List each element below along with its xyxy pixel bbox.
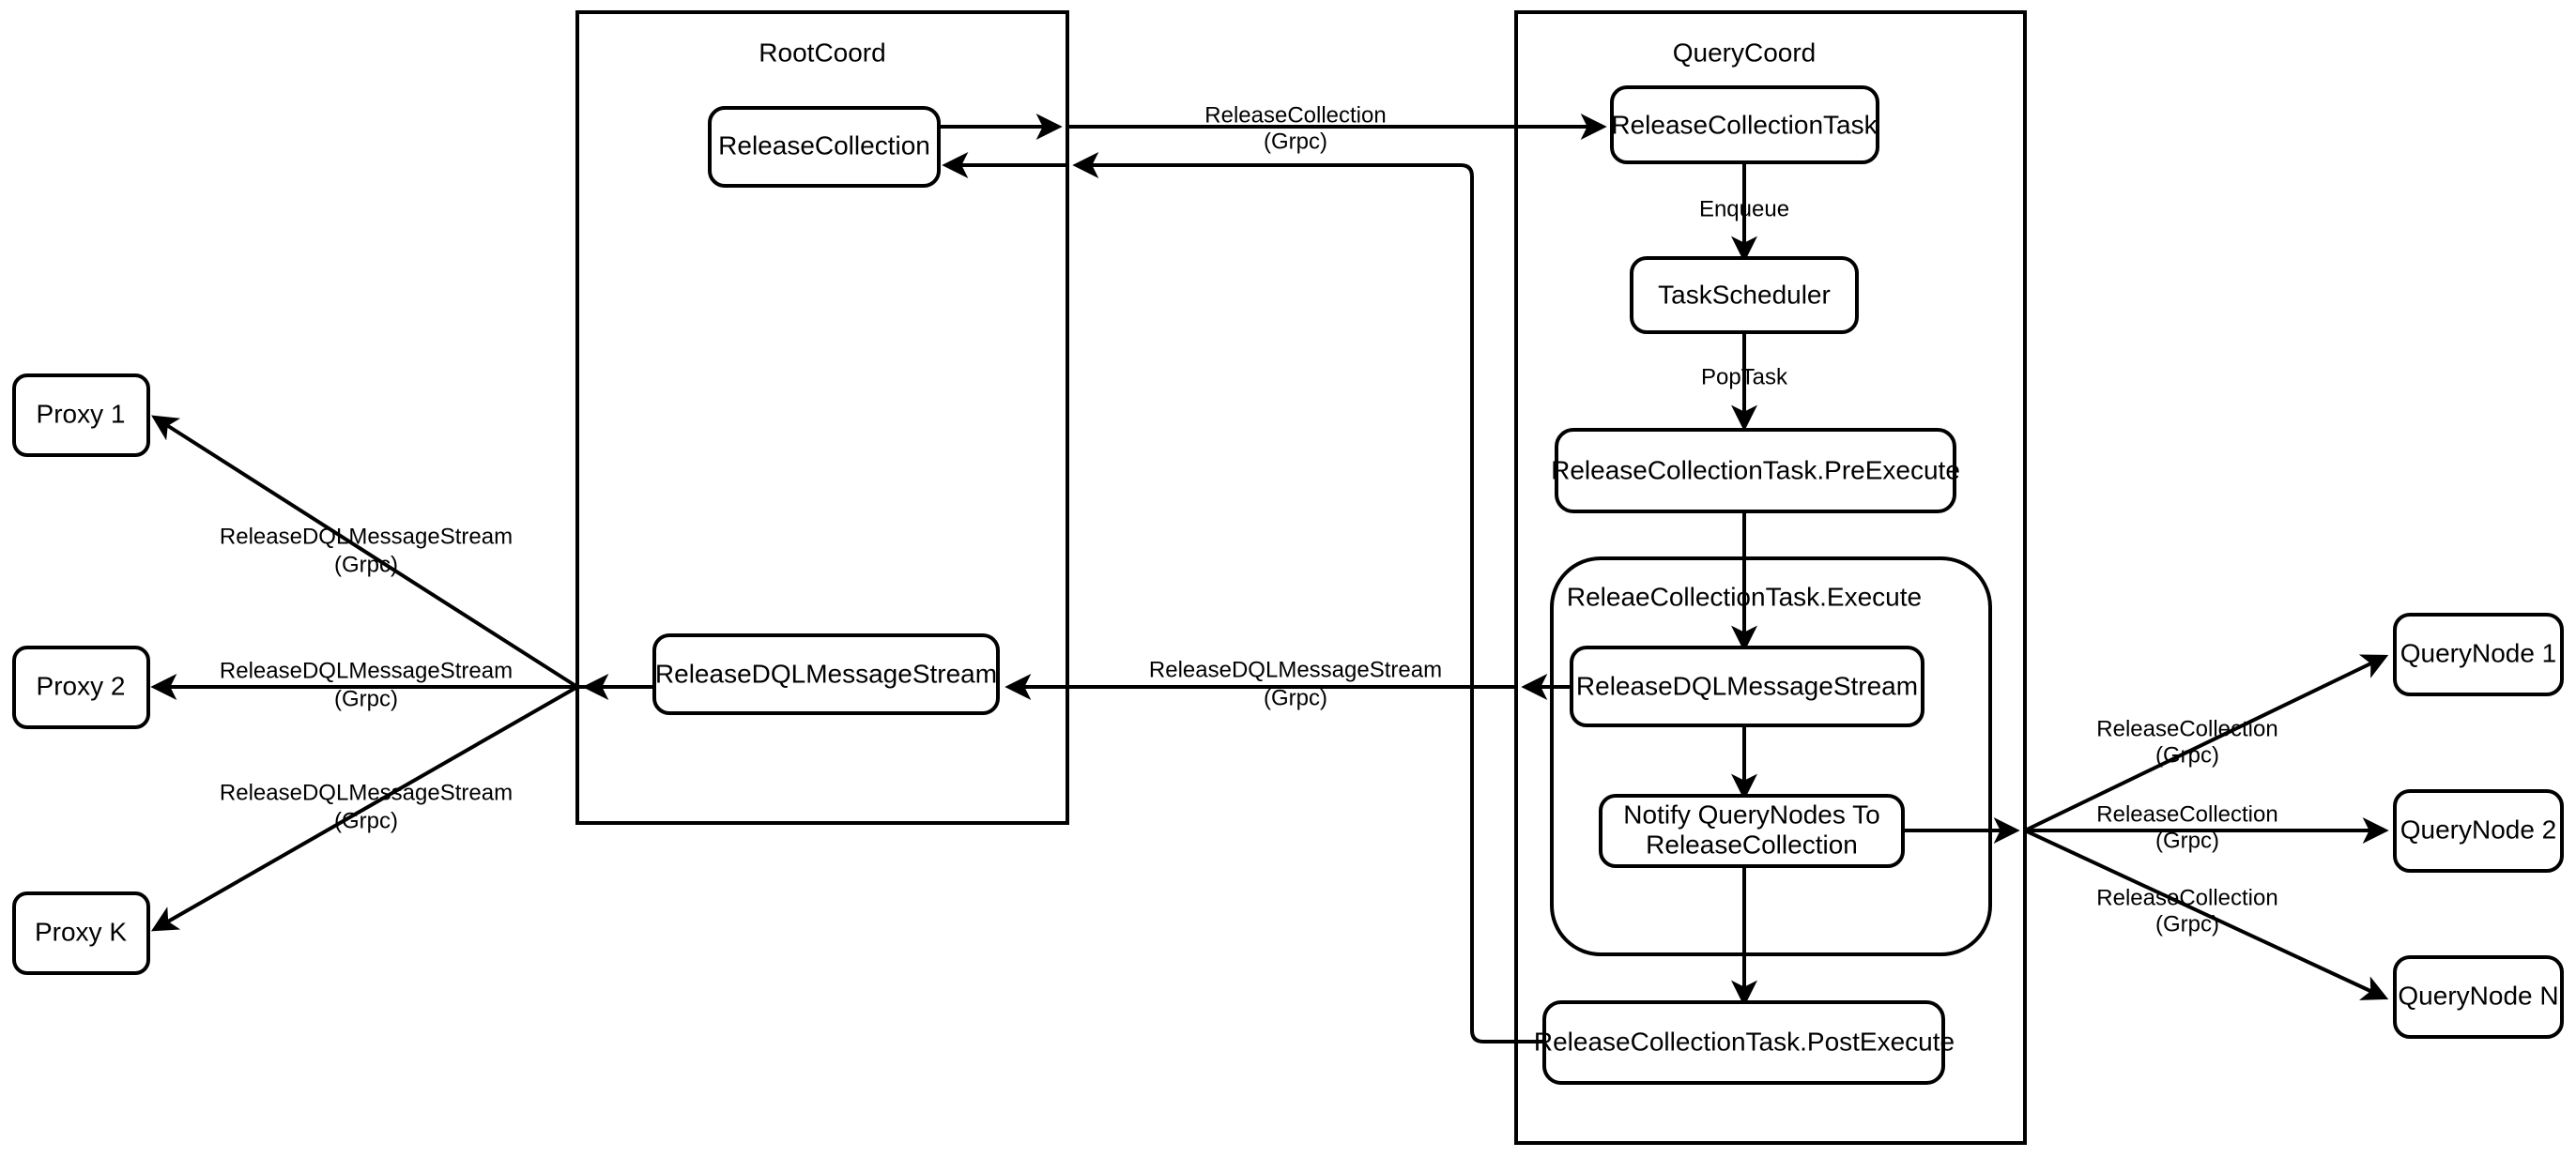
edge-releasecollection-to-task: ReleaseCollection (Grpc) bbox=[937, 102, 1607, 154]
execute-group-border bbox=[1550, 556, 1992, 956]
panel-rootcoord: RootCoord bbox=[575, 10, 1069, 825]
proxy-k-label: Proxy K bbox=[35, 917, 127, 946]
querynode-n-box[interactable] bbox=[2393, 955, 2564, 1039]
node-releasecollectiontask[interactable]: ReleaseCollectionTask bbox=[1610, 85, 1879, 164]
rootcoord-releasecollection-label: ReleaseCollection bbox=[718, 130, 930, 160]
edge-label-enqueue: Enqueue bbox=[1699, 196, 1789, 221]
edge-fan-to-querynode-2: ReleaseCollection (Grpc) bbox=[2025, 801, 2389, 853]
proxy-1-label: Proxy 1 bbox=[37, 399, 126, 428]
edge-label-proxy1-line2: (Grpc) bbox=[334, 552, 398, 577]
releasecollectiontask-label: ReleaseCollectionTask bbox=[1611, 110, 1878, 139]
edge-label-querynode2-line2: (Grpc) bbox=[2155, 828, 2219, 853]
notify-querynodes-label-line1: Notify QueryNodes To bbox=[1623, 800, 1879, 829]
proxy-2-label: Proxy 2 bbox=[37, 671, 126, 700]
edge-label-querynode2-line1: ReleaseCollection bbox=[2096, 801, 2277, 827]
node-querynode-n[interactable]: QueryNode N bbox=[2393, 955, 2564, 1039]
edge-fan-to-proxy-k: ReleaseDQLMessageStream (Grpc) bbox=[150, 685, 578, 932]
edge-label-releasecollection-grpc-line1: ReleaseCollection bbox=[1204, 102, 1386, 128]
edge-enqueue: Enqueue bbox=[1699, 162, 1789, 263]
edge-label-proxy1-line1: ReleaseDQLMessageStream bbox=[220, 524, 513, 549]
proxy-2-box[interactable] bbox=[12, 646, 150, 729]
execute-releasedql-box[interactable] bbox=[1570, 646, 1924, 727]
node-proxy-1[interactable]: Proxy 1 bbox=[12, 373, 150, 457]
postexecute-box[interactable] bbox=[1542, 1000, 1945, 1085]
edge-label-releasedql-grpc-line2: (Grpc) bbox=[1264, 685, 1327, 710]
node-execute-releasedqlmessagestream[interactable]: ReleaseDQLMessageStream bbox=[1570, 646, 1924, 727]
querycoord-panel-title: QueryCoord bbox=[1673, 38, 1817, 67]
taskscheduler-box[interactable] bbox=[1630, 256, 1859, 334]
preexecute-label: ReleaseCollectionTask.PreExecute bbox=[1551, 455, 1960, 484]
notify-querynodes-box[interactable] bbox=[1599, 794, 1905, 868]
edge-label-proxy2-line1: ReleaseDQLMessageStream bbox=[220, 658, 513, 683]
querynode-1-label: QueryNode 1 bbox=[2400, 638, 2557, 667]
edge-label-proxyk-line2: (Grpc) bbox=[334, 808, 398, 833]
rootcoord-releasecollection-box[interactable] bbox=[708, 106, 941, 188]
edge-label-proxyk-line1: ReleaseDQLMessageStream bbox=[220, 780, 513, 805]
edge-label-proxy2-line2: (Grpc) bbox=[334, 686, 398, 711]
node-querynode-2[interactable]: QueryNode 2 bbox=[2393, 789, 2564, 873]
edge-label-releasedql-grpc-line1: ReleaseDQLMessageStream bbox=[1149, 657, 1442, 682]
node-proxy-2[interactable]: Proxy 2 bbox=[12, 646, 150, 729]
group-execute: ReleaeCollectionTask.Execute bbox=[1550, 556, 1992, 956]
edge-label-poptask: PopTask bbox=[1701, 364, 1788, 389]
rootcoord-releasedql-box[interactable] bbox=[652, 633, 1000, 715]
edge-label-querynode1-line2: (Grpc) bbox=[2155, 742, 2219, 768]
edge-fan-to-proxy-2: ReleaseDQLMessageStream (Grpc) bbox=[150, 658, 577, 711]
rootcoord-panel-title: RootCoord bbox=[759, 38, 885, 67]
querynode-2-box[interactable] bbox=[2393, 789, 2564, 873]
edge-fan-to-proxy-1: ReleaseDQLMessageStream (Grpc) bbox=[151, 415, 579, 689]
taskscheduler-label: TaskScheduler bbox=[1658, 280, 1831, 309]
notify-querynodes-label-line2: ReleaseCollection bbox=[1646, 830, 1858, 859]
rootcoord-releasedql-label: ReleaseDQLMessageStream bbox=[655, 659, 997, 688]
querynode-n-label: QueryNode N bbox=[2398, 981, 2558, 1010]
querynode-2-label: QueryNode 2 bbox=[2400, 815, 2557, 844]
rootcoord-panel-border bbox=[575, 10, 1069, 825]
node-notify-querynodes[interactable]: Notify QueryNodes To ReleaseCollection bbox=[1599, 794, 1905, 868]
proxy-k-box[interactable] bbox=[12, 891, 150, 975]
edge-fan-to-querynode-1: ReleaseCollection (Grpc) bbox=[2024, 654, 2389, 832]
edge-postexecute-to-releasecollection bbox=[942, 152, 1544, 1044]
execute-releasedql-label: ReleaseDQLMessageStream bbox=[1576, 671, 1918, 700]
node-querynode-1[interactable]: QueryNode 1 bbox=[2393, 613, 2564, 696]
querynode-1-box[interactable] bbox=[2393, 613, 2564, 696]
node-taskscheduler[interactable]: TaskScheduler bbox=[1630, 256, 1859, 334]
edge-label-querynode1-line1: ReleaseCollection bbox=[2096, 716, 2277, 741]
edge-poptask: PopTask bbox=[1701, 332, 1788, 432]
execute-group-title: ReleaeCollectionTask.Execute bbox=[1567, 582, 1922, 611]
edge-label-querynoden-line2: (Grpc) bbox=[2155, 911, 2219, 937]
node-rootcoord-releasecollection[interactable]: ReleaseCollection bbox=[708, 106, 941, 188]
edge-label-querynoden-line1: ReleaseCollection bbox=[2096, 885, 2277, 910]
proxy-1-box[interactable] bbox=[12, 373, 150, 457]
querycoord-panel-border bbox=[1514, 10, 2027, 1145]
node-proxy-k[interactable]: Proxy K bbox=[12, 891, 150, 975]
edge-execute-releasedql-leftward: ReleaseDQLMessageStream (Grpc) bbox=[1004, 657, 1572, 710]
edge-label-releasecollection-grpc-line2: (Grpc) bbox=[1264, 129, 1327, 154]
panel-querycoord: QueryCoord bbox=[1514, 10, 2027, 1145]
node-rootcoord-releasedqlmessagestream[interactable]: ReleaseDQLMessageStream bbox=[652, 633, 1000, 715]
releasecollectiontask-box[interactable] bbox=[1610, 85, 1879, 164]
preexecute-box[interactable] bbox=[1555, 428, 1956, 513]
postexecute-label: ReleaseCollectionTask.PostExecute bbox=[1534, 1027, 1955, 1056]
node-postexecute[interactable]: ReleaseCollectionTask.PostExecute bbox=[1534, 1000, 1955, 1085]
node-preexecute[interactable]: ReleaseCollectionTask.PreExecute bbox=[1551, 428, 1960, 513]
edge-fan-to-querynode-n: ReleaseCollection (Grpc) bbox=[2024, 829, 2389, 1000]
